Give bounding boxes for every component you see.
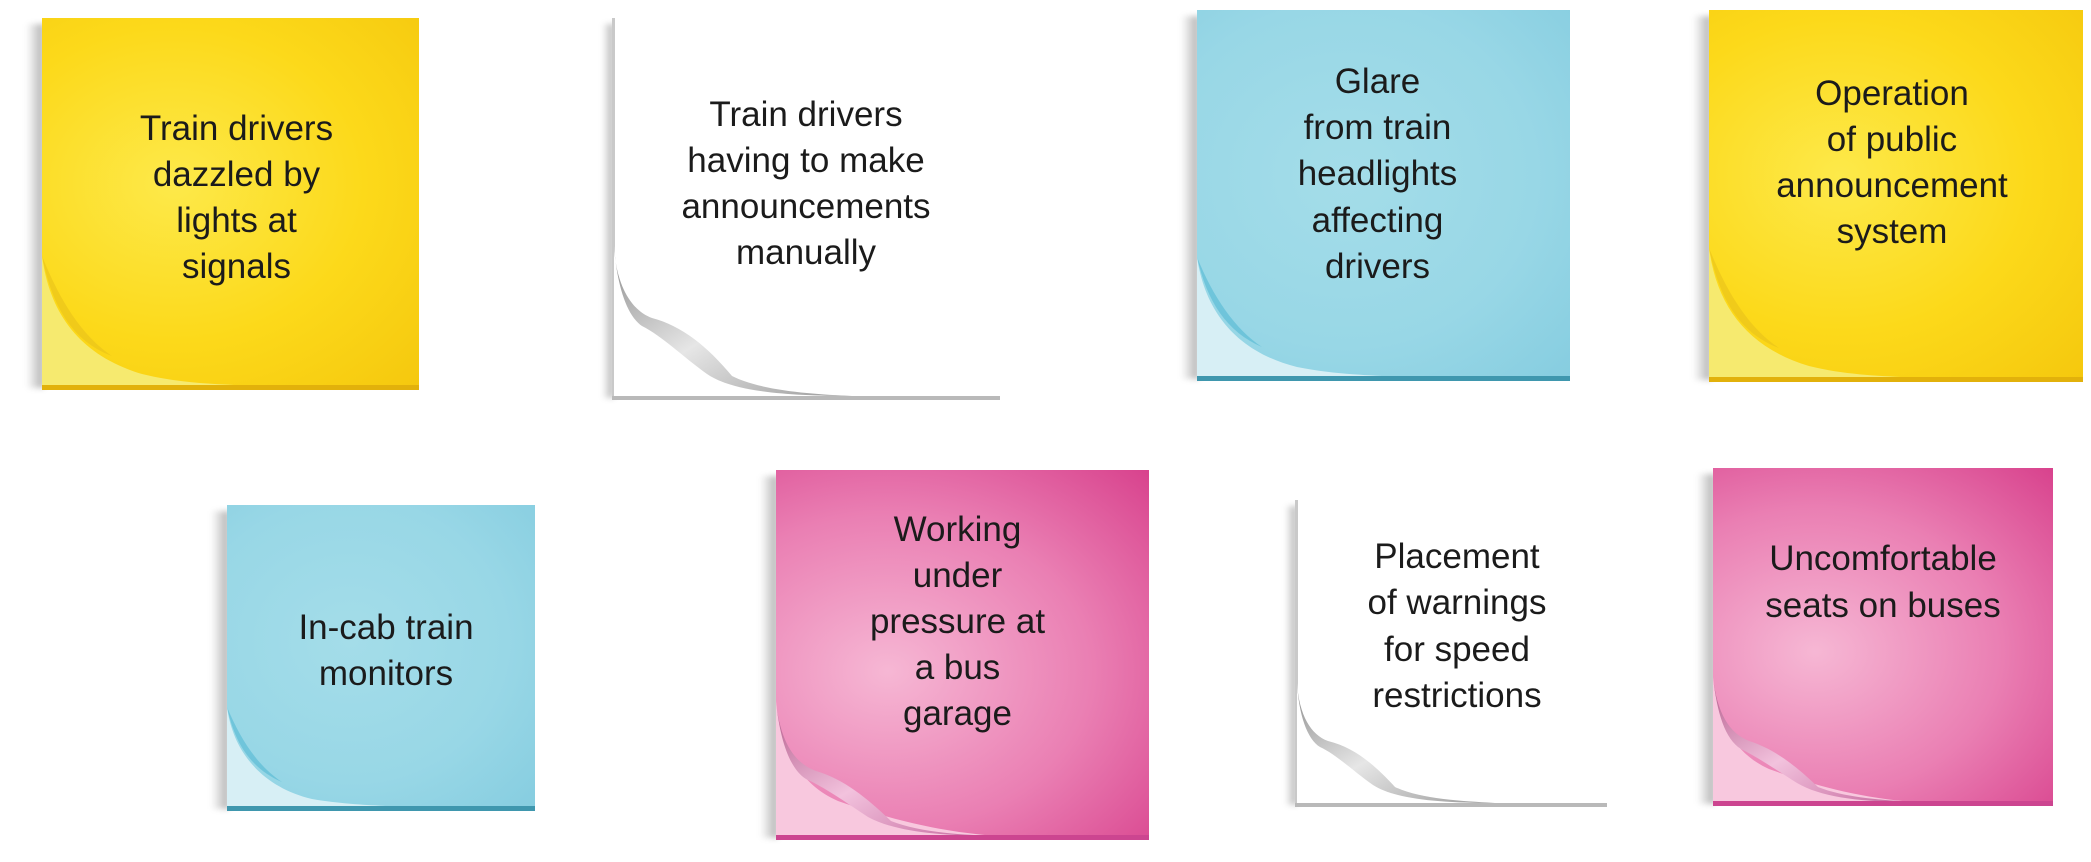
note-text: Operation of public announcement system [1776,73,2008,252]
note-bottom-edge [612,396,1000,400]
note-bottom-edge [42,385,419,390]
sticky-note-pink: Uncomfortable seats on buses [1713,468,2053,806]
note-bottom-edge [1709,377,2083,382]
note-text: Train drivers dazzled by lights at signa… [139,108,334,287]
page-curl-icon [1297,683,1495,803]
note-text: In-cab train monitors [298,607,474,693]
note-bottom-edge [227,806,535,811]
page-curl-icon [614,246,852,396]
note-bottom-edge [1713,801,2053,806]
page-curl-icon [1713,677,1913,802]
note-bottom-edge [1295,803,1607,807]
note-text: Glare from train headlights affecting dr… [1297,62,1458,286]
note-bottom-edge [776,835,1149,840]
page-curl-icon [227,707,397,807]
sticky-note-blue: Glare from train headlights affecting dr… [1197,10,1570,381]
note-paper [1713,468,2053,802]
note-paper [227,505,535,807]
note-text: Placement of warnings for speed restrict… [1367,537,1547,715]
sticky-note-yellow: Train drivers dazzled by lights at signa… [42,18,419,390]
note-paper [42,18,419,386]
note-paper [1709,10,2083,378]
sticky-note-white: Train drivers having to make announcemen… [612,18,1000,400]
page-curl-icon [1709,248,1919,378]
sticky-note-pink: Working under pressure at a bus garage [776,470,1149,840]
sticky-note-yellow: Operation of public announcement system [1709,10,2083,382]
page-curl-icon [42,256,252,386]
page-curl-icon [776,701,996,836]
sticky-note-white: Placement of warnings for speed restrict… [1295,500,1607,807]
note-bottom-edge [1197,376,1570,381]
note-text: Train drivers having to make announcemen… [681,94,931,273]
sticky-note-blue: In-cab train monitors [227,505,535,811]
note-paper [1197,10,1570,377]
note-paper [776,470,1149,836]
note-text: Uncomfortable seats on buses [1765,539,2001,625]
page-curl-icon [1197,257,1397,377]
note-text: Working under pressure at a bus garage [869,509,1046,734]
